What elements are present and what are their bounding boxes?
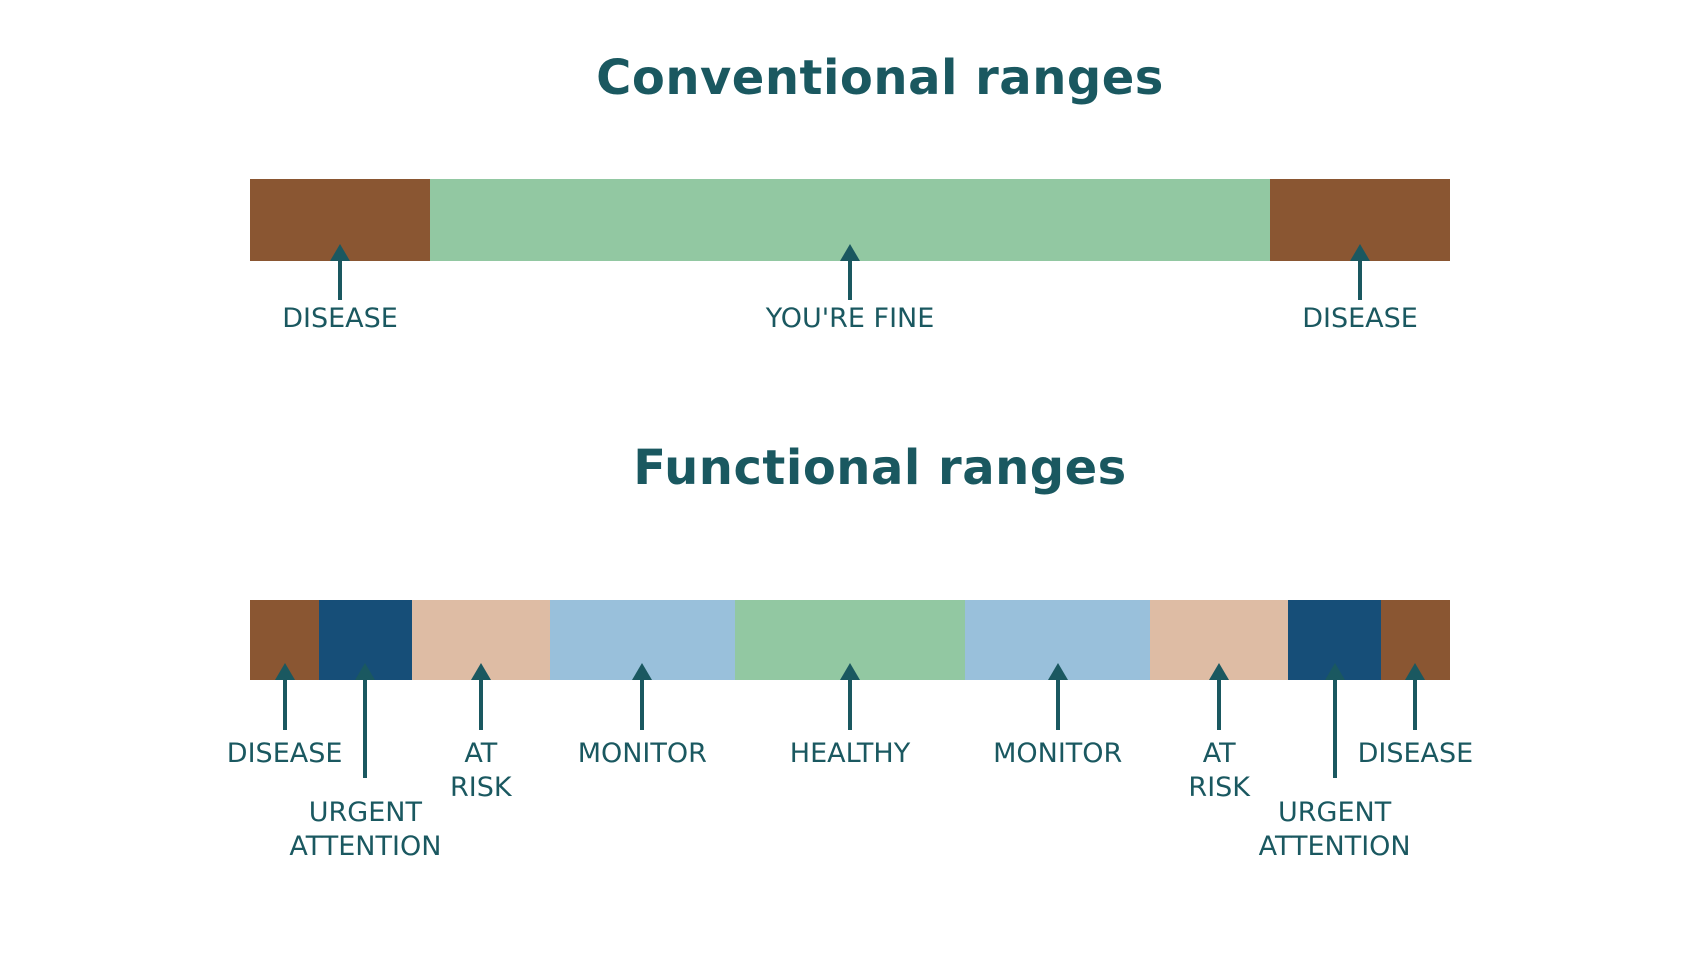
range-label-line: DISEASE [1302,303,1418,334]
conventional-ranges-title: Conventional ranges [596,50,1164,106]
up-arrow-shaft [282,679,287,730]
range-label-line: AT [1202,738,1236,769]
up-arrow-head-icon [330,244,350,261]
up-arrow-shaft [1332,679,1337,778]
range-label-disease: DISEASE [1302,302,1418,336]
range-label-healthy: HEALTHY [790,737,910,771]
range-label-line: AT [464,738,498,769]
range-label-line: HEALTHY [789,738,911,769]
up-arrow-head-icon [274,663,295,680]
up-arrow-shaft [848,679,852,730]
range-label-line: MONITOR [993,738,1123,769]
range-label-line: DISEASE [282,303,398,334]
range-label-line: YOU'RE FINE [765,303,935,334]
up-arrow-head-icon [1350,244,1370,261]
range-label-monitor: MONITOR [578,737,707,771]
range-label-line: RISK [449,772,512,803]
range-label-line: RISK [1188,772,1251,803]
up-arrow-shaft [1217,679,1222,730]
up-arrow-head-icon [1209,663,1230,680]
up-arrow-head-icon [840,244,860,261]
up-arrow-head-icon [632,663,653,680]
up-arrow-shaft [338,260,342,300]
up-arrow-shaft [1055,679,1060,730]
range-label-monitor: MONITOR [993,737,1122,771]
range-label-line: DISEASE [1357,738,1474,769]
up-arrow-shaft [363,679,368,778]
up-arrow-shaft [1413,679,1418,730]
range-label-line: ATTENTION [289,831,442,862]
range-label-line: URGENT [308,797,422,828]
up-arrow-head-icon [840,663,860,680]
up-arrow-shaft [1358,260,1362,300]
range-label-line: MONITOR [577,738,707,769]
range-label-disease: DISEASE [227,737,343,771]
range-label-line: DISEASE [226,738,343,769]
up-arrow-shaft [478,679,483,730]
range-label-disease: DISEASE [1358,737,1474,771]
functional-ranges-title: Functional ranges [633,440,1127,496]
up-arrow-head-icon [470,663,491,680]
up-arrow-head-icon [1047,663,1068,680]
range-label-line: URGENT [1278,797,1392,828]
up-arrow-shaft [848,260,852,300]
up-arrow-shaft [640,679,645,730]
up-arrow-head-icon [355,663,376,680]
range-label-disease: DISEASE [282,302,398,336]
up-arrow-head-icon [1405,663,1426,680]
range-label-you-re-fine: YOU'RE FINE [766,302,935,336]
up-arrow-head-icon [1324,663,1345,680]
range-label-line: ATTENTION [1258,831,1411,862]
